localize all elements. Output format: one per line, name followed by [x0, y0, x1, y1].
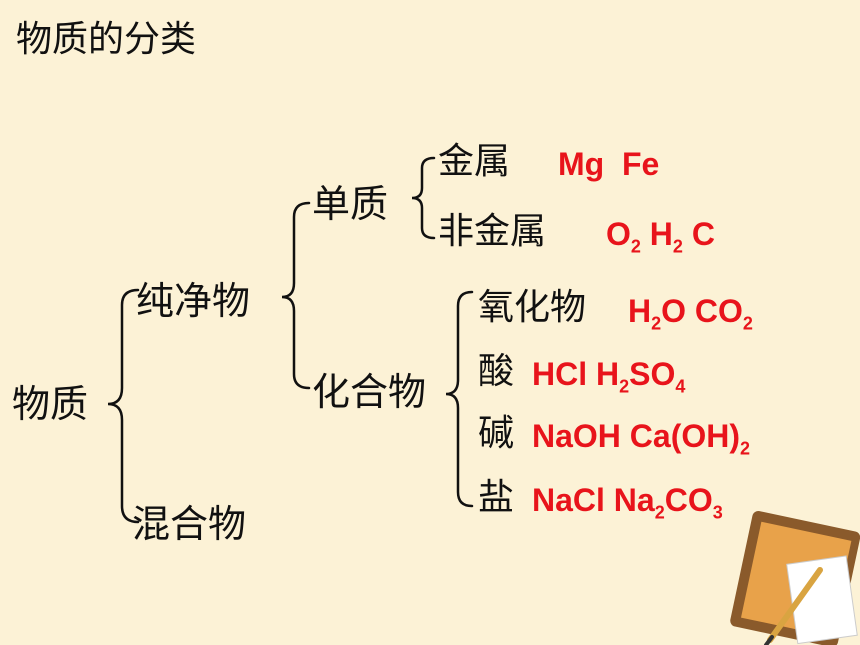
formula-subscript: 2: [742, 313, 753, 334]
node-base: 碱: [478, 413, 515, 454]
brace-pure: [281, 201, 311, 390]
formula-text: O: [606, 216, 631, 252]
formula-text: NaCl Na: [532, 482, 655, 518]
formula-text: [604, 146, 622, 182]
examples-acid: HCl H2SO4: [532, 358, 685, 395]
formula-subscript: 2: [630, 236, 641, 257]
node-element: 单质: [312, 182, 389, 226]
examples-metal: Mg Fe: [558, 148, 659, 180]
examples-base: NaOH Ca(OH)2: [532, 420, 750, 457]
examples-oxide: H2O CO2: [628, 295, 753, 332]
node-oxide: 氧化物: [478, 287, 587, 328]
formula-text: HCl H: [532, 356, 620, 392]
node-acid: 酸: [478, 351, 515, 392]
formula-subscript: 4: [675, 376, 686, 397]
brace-root: [107, 288, 140, 524]
brace-compound: [445, 290, 474, 508]
brace-element: [411, 156, 436, 240]
examples-nonmetal: O2 H2 C: [606, 218, 715, 255]
formula-subscript: 3: [712, 502, 723, 523]
formula-subscript: 2: [654, 502, 665, 523]
node-nonmetal: 非金属: [438, 211, 547, 252]
formula-text: C: [682, 216, 715, 252]
node-mixture: 混合物: [132, 502, 247, 546]
node-salt: 盐: [478, 477, 515, 518]
formula-text: O CO: [661, 293, 743, 329]
formula-text: SO: [629, 356, 676, 392]
notepad-pencil-icon: [730, 510, 860, 645]
formula-subscript: 2: [651, 313, 662, 334]
node-matter: 物质: [12, 382, 89, 426]
formula-text: CO: [664, 482, 713, 518]
page-title: 物质的分类: [16, 19, 197, 60]
formula-text: H: [628, 293, 652, 329]
node-compound: 化合物: [312, 370, 427, 414]
node-pure-substance: 纯净物: [136, 279, 251, 323]
formula-text: NaOH Ca(OH): [532, 418, 741, 454]
formula-text: Fe: [621, 146, 660, 182]
formula-subscript: 2: [619, 376, 630, 397]
formula-subscript: 2: [740, 438, 751, 459]
formula-subscript: 2: [672, 236, 683, 257]
node-metal: 金属: [438, 141, 511, 182]
formula-text: Mg: [558, 146, 605, 182]
examples-salt: NaCl Na2CO3: [532, 484, 723, 521]
formula-text: H: [640, 216, 673, 252]
